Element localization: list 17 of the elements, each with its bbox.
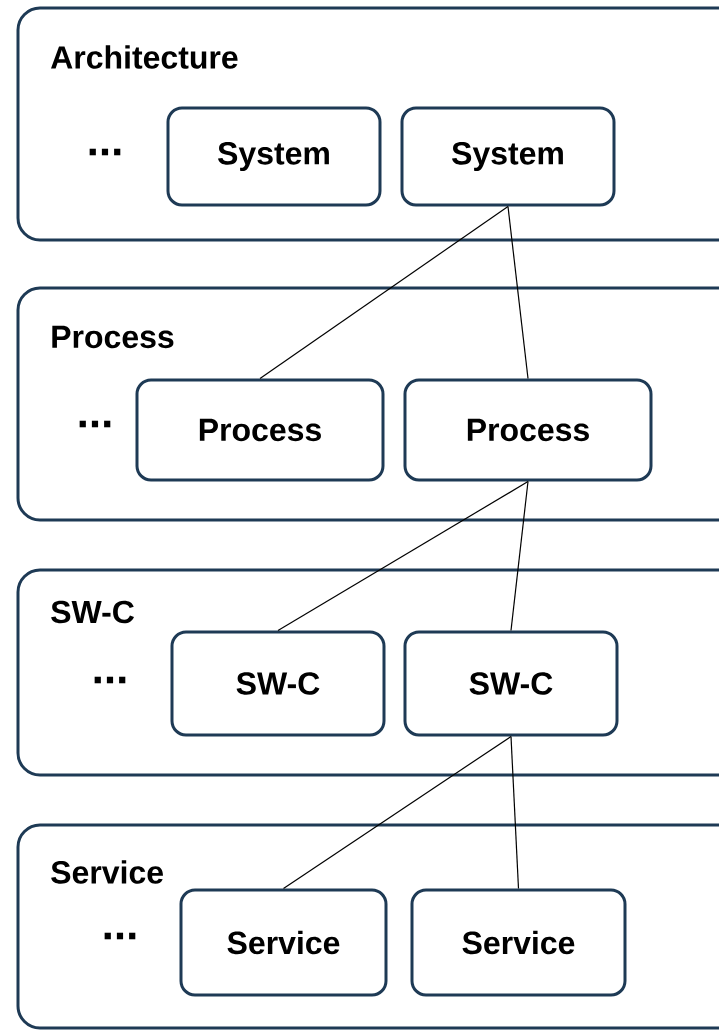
connector-line <box>282 735 512 890</box>
connector-line <box>510 735 520 890</box>
ellipsis: ... <box>104 932 136 940</box>
item-box: SW-C <box>170 630 386 737</box>
item-box: Service <box>179 888 388 997</box>
ellipsis: ... <box>89 148 121 156</box>
connector-line <box>507 205 529 380</box>
item-box: Process <box>403 378 653 482</box>
item-box: Process <box>135 378 385 482</box>
connector-line <box>259 205 509 380</box>
item-box: Service <box>410 888 627 997</box>
connector-line <box>510 480 529 632</box>
item-box: System <box>400 106 616 207</box>
item-box: SW-C <box>403 630 619 737</box>
connector-line <box>277 480 529 632</box>
ellipsis: ... <box>94 676 126 684</box>
item-box: System <box>166 106 382 207</box>
